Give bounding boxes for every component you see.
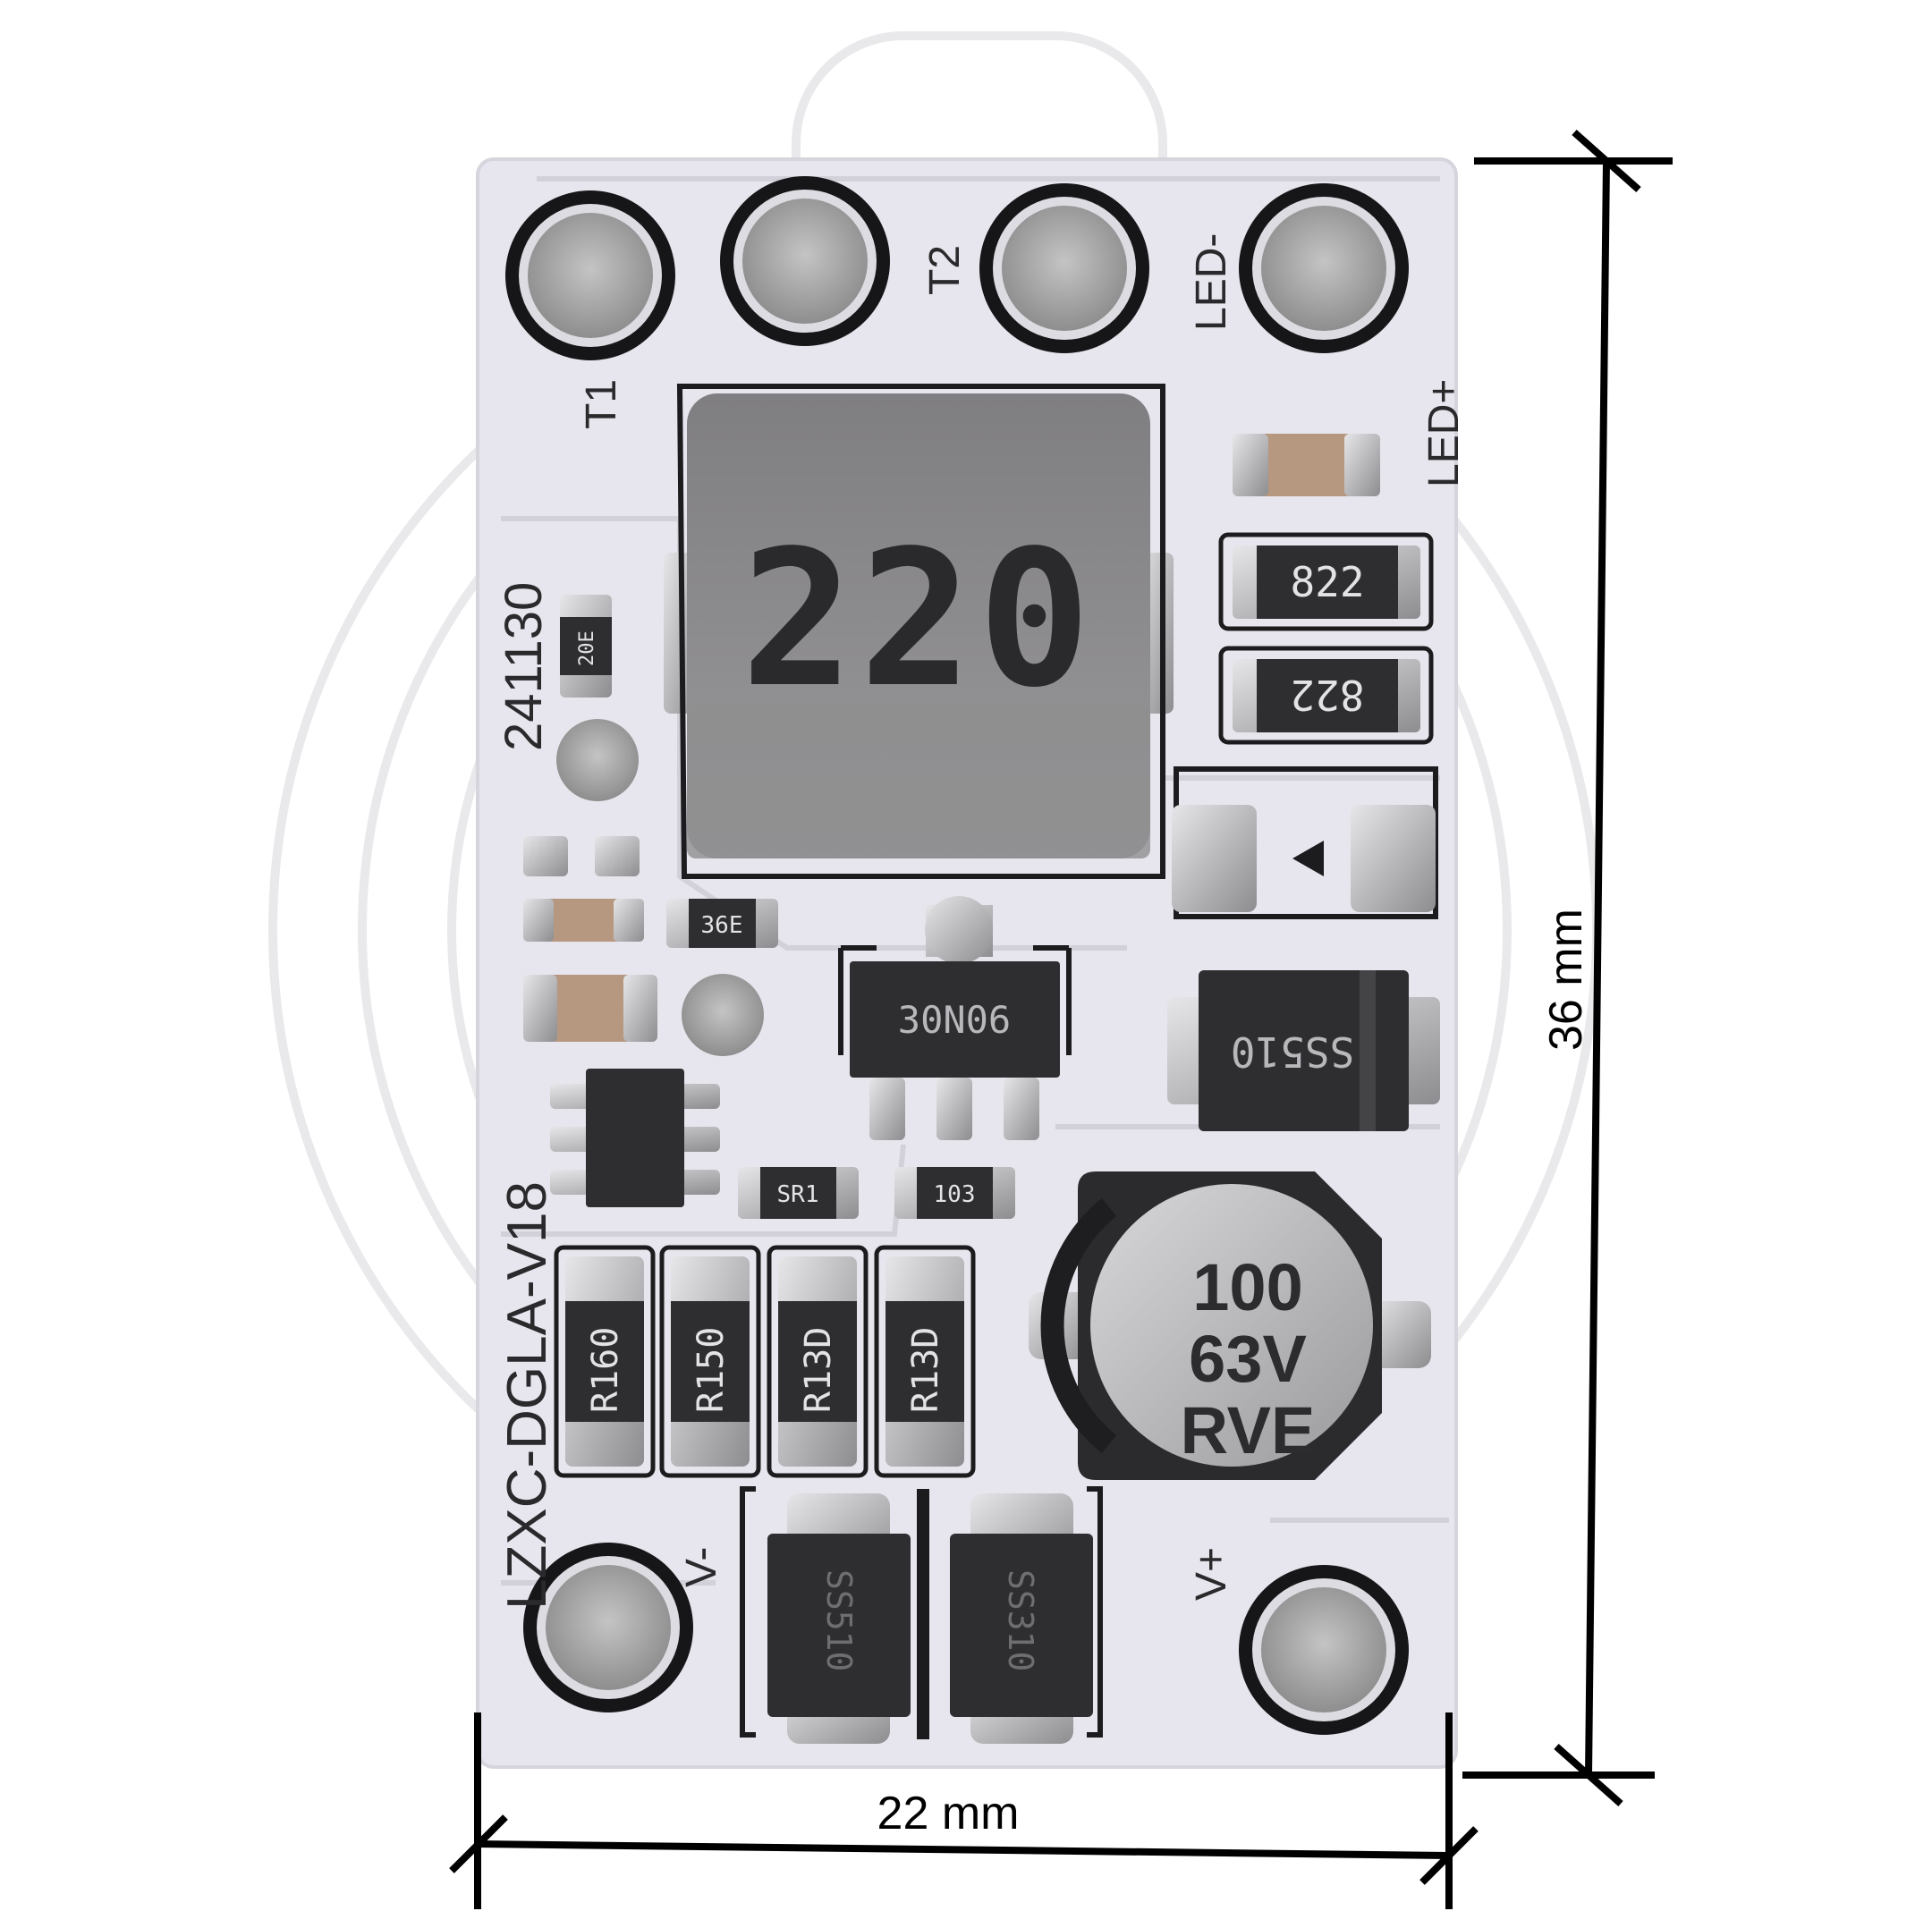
- resistor-36e-marking: 36E: [701, 912, 743, 939]
- power-inductor: 220: [664, 384, 1174, 879]
- resistor-822-a-marking: 822: [1290, 558, 1364, 606]
- ceramic-capacitor-top: [1233, 434, 1380, 496]
- schottky-diode-bottom-right: SS310: [950, 1486, 1103, 1744]
- sense-resistor-3-marking: R13D: [798, 1327, 839, 1413]
- sense-resistor-4-marking: R13D: [905, 1327, 946, 1413]
- pad-t1-hole: [505, 190, 675, 360]
- dimension-height-label: 36 mm: [1540, 909, 1592, 1051]
- dimension-width-label: 22 mm: [877, 1788, 1020, 1839]
- resistor-sr1: SR1: [738, 1167, 859, 1219]
- label-model: LZXC-DGLA-V18: [496, 1181, 558, 1610]
- capacitor-value: 100: [1192, 1250, 1302, 1324]
- pad-led-minus-hole: [1239, 183, 1409, 353]
- sense-resistor-4: R13D: [874, 1245, 976, 1478]
- diode-bottom-left-marking: SS510: [819, 1569, 859, 1671]
- label-v-minus: V-: [678, 1547, 725, 1587]
- label-t1: T1: [578, 379, 625, 429]
- sense-resistor-2: R150: [659, 1245, 761, 1478]
- dimension-width: [449, 1712, 1479, 1909]
- inductor-marking: 220: [741, 510, 1096, 729]
- ceramic-capacitor-left-a: [523, 899, 644, 942]
- label-led-minus: LED-: [1188, 233, 1235, 331]
- diode-right-marking: SS510: [1231, 1027, 1354, 1076]
- resistor-822-b-marking: 822: [1290, 671, 1364, 719]
- label-led-plus: LED+: [1420, 379, 1468, 487]
- small-pad-a: [523, 836, 568, 876]
- schottky-diode-right: [1172, 766, 1438, 919]
- sense-resistor-3: R13D: [767, 1245, 869, 1478]
- test-point-b: [682, 974, 764, 1056]
- ceramic-capacitor-left-b: [523, 975, 657, 1042]
- pad-v-plus-hole: [1239, 1565, 1409, 1735]
- resistor-103: 103: [894, 1167, 1015, 1219]
- schottky-diode-bottom-left: SS510: [740, 1486, 911, 1744]
- label-v-plus: V+: [1188, 1547, 1235, 1601]
- resistor-36e: 36E: [666, 899, 778, 948]
- sense-resistor-2-marking: R150: [691, 1327, 732, 1413]
- capacitor-voltage: 63V: [1189, 1322, 1307, 1396]
- label-t2: T2: [921, 245, 969, 295]
- diode-separator: [917, 1489, 929, 1739]
- mosfet-marking: 30N06: [898, 998, 1011, 1042]
- pad-v-minus-hole: [523, 1543, 693, 1712]
- test-point-a: [556, 719, 639, 801]
- resistor-20e: 20E: [560, 595, 612, 698]
- dimension-height: [1462, 130, 1673, 1806]
- resistor-20e-marking: 20E: [576, 630, 598, 666]
- label-date-code: 241130: [495, 582, 553, 751]
- electrolytic-capacitor: 100 63V RVE: [1029, 1171, 1431, 1480]
- resistor-822-a: 822: [1218, 532, 1434, 631]
- controller-ic: [550, 1069, 720, 1207]
- capacitor-series: RVE: [1181, 1393, 1316, 1467]
- sense-resistor-1: R160: [554, 1245, 656, 1478]
- small-pad-b: [595, 836, 640, 876]
- resistor-822-b: 822: [1218, 646, 1434, 745]
- schottky-diode-ss510: SS510: [1167, 970, 1440, 1131]
- resistor-sr1-marking: SR1: [777, 1181, 819, 1208]
- mosfet-30n06: 30N06: [838, 896, 1072, 1140]
- pad-t1b-hole: [720, 176, 890, 346]
- pad-t2-hole: [979, 183, 1149, 353]
- resistor-103-marking: 103: [934, 1181, 976, 1208]
- diode-bottom-right-marking: SS310: [1001, 1569, 1040, 1671]
- sense-resistor-1-marking: R160: [585, 1327, 626, 1413]
